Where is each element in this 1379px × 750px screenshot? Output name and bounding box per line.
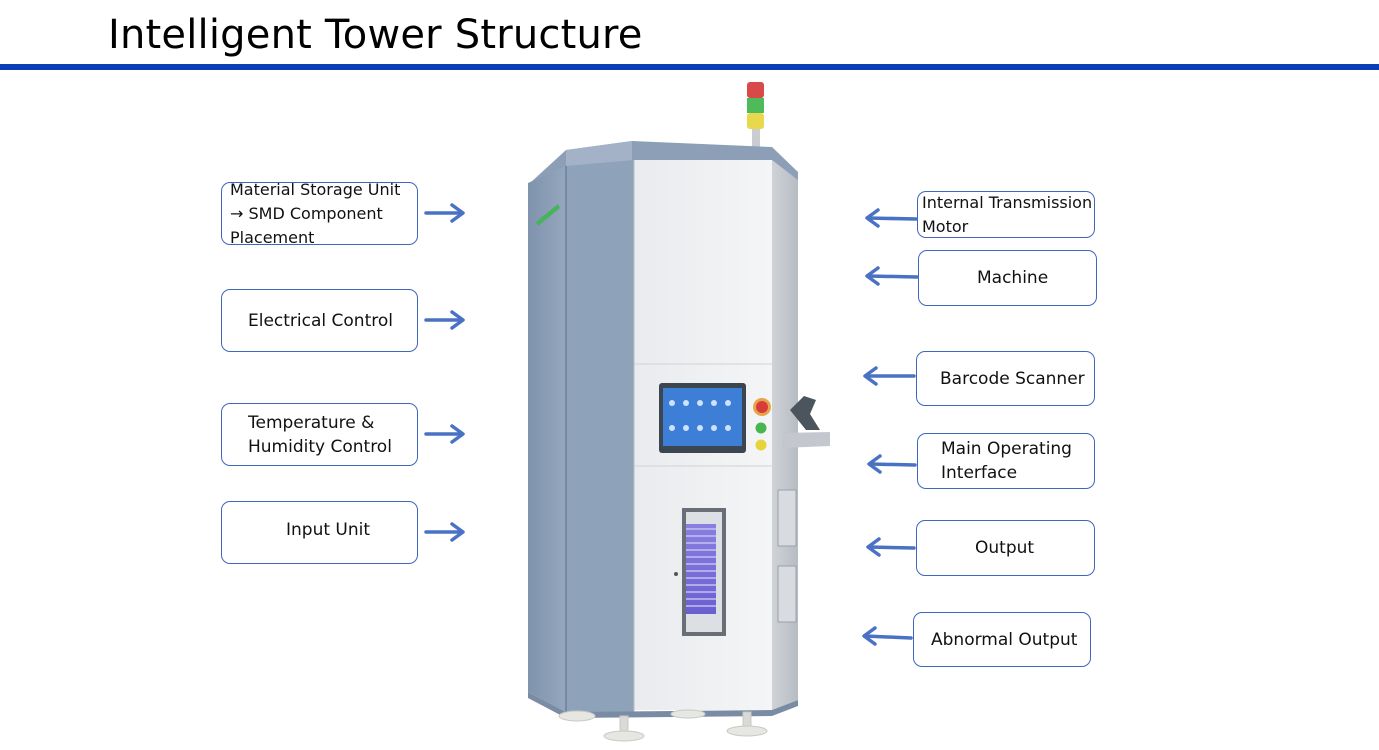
arrow-right-icon: [424, 424, 465, 444]
label-barcode-scanner: Barcode Scanner: [916, 351, 1095, 406]
label-internal-transmission-motor: Internal Transmission Motor: [917, 191, 1095, 238]
label-electrical-control: Electrical Control: [221, 289, 418, 352]
arrow-left-icon: [865, 266, 919, 286]
label-main-operating-interface: Main Operating Interface: [917, 433, 1095, 489]
label-output: Output: [916, 520, 1095, 576]
arrow-right-icon: [424, 310, 465, 330]
arrow-left-icon: [863, 366, 916, 386]
leveling-feet: [558, 709, 768, 742]
label-temperature-humidity-control: Temperature & Humidity Control: [221, 403, 418, 466]
label-material-storage-unit: Material Storage Unit → SMD Component Pl…: [221, 180, 418, 247]
barcode-scanner-mount: [782, 396, 830, 448]
label-machine: Machine: [918, 250, 1097, 306]
signal-light-tower: [747, 82, 764, 148]
label-input-unit: Input Unit: [221, 501, 418, 564]
control-buttons: [753, 398, 771, 451]
page-title: Intelligent Tower Structure: [108, 12, 643, 58]
arrow-right-icon: [424, 203, 465, 223]
arrow-right-icon: [424, 522, 465, 542]
arrow-left-icon: [862, 626, 913, 646]
input-window: [674, 508, 726, 636]
touchscreen-panel: [659, 383, 746, 453]
title-underline: [0, 64, 1379, 70]
arrow-left-icon: [866, 537, 916, 557]
label-abnormal-output: Abnormal Output: [913, 612, 1091, 667]
arrow-left-icon: [865, 208, 918, 228]
arrow-left-icon: [867, 454, 917, 474]
